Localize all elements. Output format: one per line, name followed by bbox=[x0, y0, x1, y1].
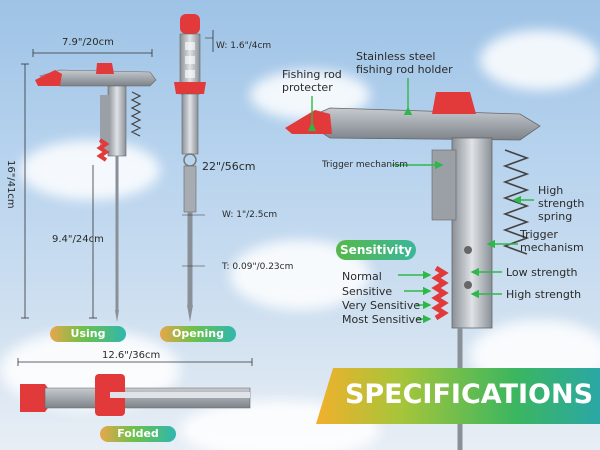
dim-total-length: 22"/56cm bbox=[202, 160, 256, 173]
state-opening-badge: Opening bbox=[160, 326, 236, 342]
folded-product bbox=[17, 358, 253, 416]
part-trigger-label: Trigger mechanism bbox=[322, 160, 409, 170]
sensitivity-level: Very Sensitive bbox=[342, 299, 421, 312]
part-holder-label: Stainless steel fishing rod holder bbox=[356, 50, 453, 76]
sensitivity-title: Sensitivity bbox=[336, 240, 416, 260]
part-trigger2-label: Trigger mechanism bbox=[520, 228, 584, 254]
dim-thickness: T: 0.09"/0.23cm bbox=[222, 262, 294, 272]
dim-height-left: 16"/41cm bbox=[5, 160, 16, 209]
specifications-title: SPECIFICATIONS bbox=[344, 379, 594, 410]
dim-folded-length: 12.6"/36cm bbox=[102, 350, 161, 361]
part-spring-label: High strength spring bbox=[538, 184, 585, 223]
sensitivity-level: Sensitive bbox=[342, 285, 393, 298]
detail-product bbox=[285, 78, 541, 450]
opening-product bbox=[174, 14, 214, 322]
state-using-badge: Using bbox=[50, 326, 126, 342]
sensitivity-level: Normal bbox=[342, 270, 382, 283]
high-strength-label: High strength bbox=[506, 288, 582, 301]
state-folded-badge: Folded bbox=[100, 426, 176, 442]
dim-rod-length: 9.4"/24cm bbox=[52, 234, 104, 245]
cloud bbox=[20, 140, 160, 200]
specifications-banner bbox=[316, 368, 600, 424]
cloud bbox=[480, 30, 600, 90]
dim-width-rod: W: 1"/2.5cm bbox=[222, 210, 278, 220]
part-protector-label: Fishing rod protecter bbox=[282, 68, 342, 94]
low-strength-label: Low strength bbox=[506, 266, 578, 279]
dim-width-top: 7.9"/20cm bbox=[62, 37, 114, 48]
using-product bbox=[21, 49, 157, 322]
sensitivity-level: Most Sensitive bbox=[342, 313, 422, 326]
dim-width-cap: W: 1.6"/4cm bbox=[216, 41, 272, 51]
